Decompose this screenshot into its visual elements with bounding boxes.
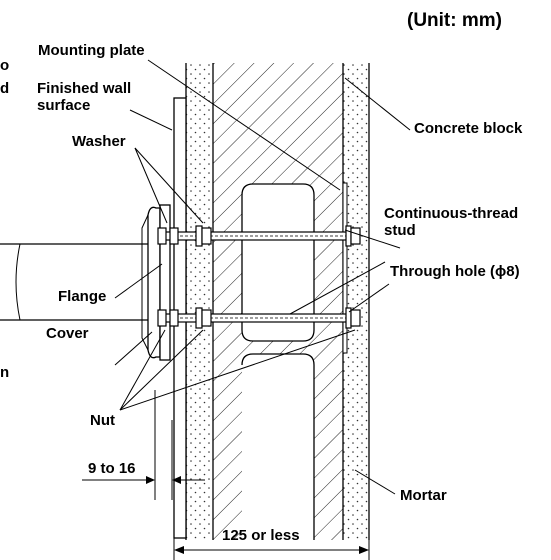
flange [159,204,171,361]
label-flange: Flange [58,288,107,305]
cutoff-text-2: d [0,80,10,97]
block-cavity-upper [241,183,315,342]
pipe [0,243,157,321]
label-concrete-block: Concrete block [414,120,523,137]
label-stud-2: stud [384,222,416,239]
label-width: 125 or less [222,527,300,544]
mounting-plate [342,182,348,354]
leader-lines [114,59,411,495]
unit-note: (Unit: mm) [407,10,502,31]
label-mounting-plate: Mounting plate [38,42,145,59]
label-nut: Nut [90,412,115,429]
label-mortar: Mortar [400,487,447,504]
label-cover: Cover [46,325,89,342]
mortar-layer-left [186,63,213,540]
label-through-hole: Through hole (ϕ8) [390,263,520,280]
label-finished-wall-1: Finished wall [37,80,132,97]
label-washer: Washer [72,133,126,150]
stud-upper [164,231,353,241]
cover [147,206,161,359]
label-gap: 9 to 16 [88,460,136,477]
label-stud-1: Continuous-thread [384,205,519,222]
stud-lower [164,313,353,323]
nuts-and-washers [157,225,361,329]
cutoff-text-1: o [0,57,10,74]
dimension-lines [82,390,370,560]
cutoff-text-3: n [0,364,10,381]
label-finished-wall-2: surface [37,97,91,114]
dimension-arrows [146,476,369,554]
